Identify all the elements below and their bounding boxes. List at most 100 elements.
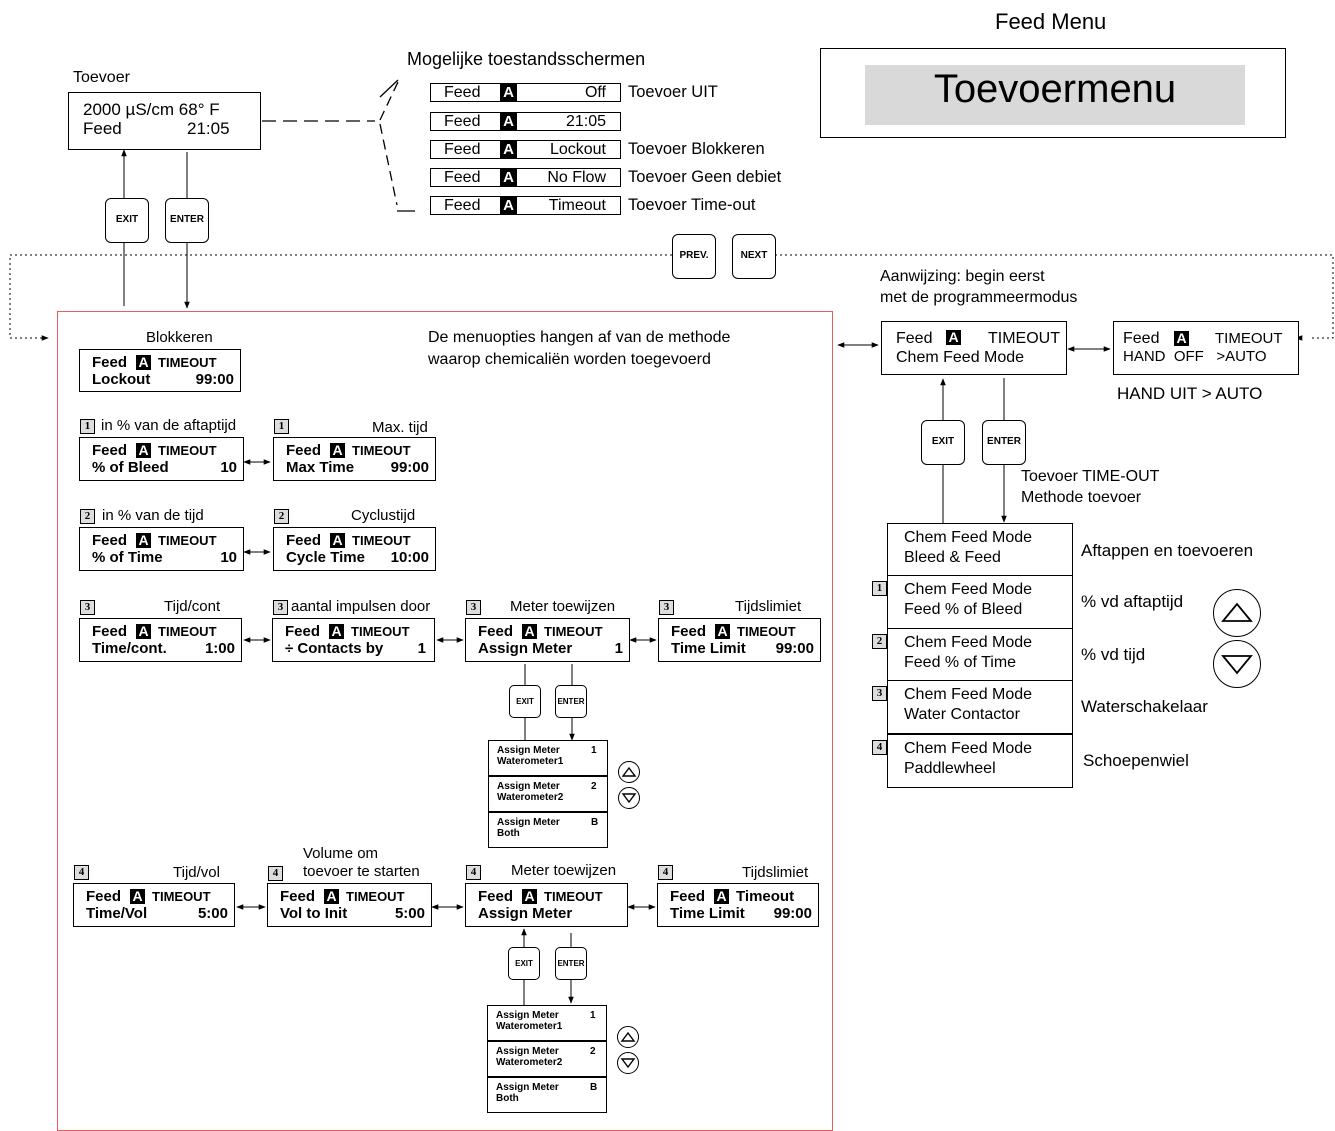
lcd-number-badge: 3 xyxy=(80,600,95,615)
lcd-title: Meter toewijzen xyxy=(510,598,616,615)
hand-screen-feed: Feed xyxy=(1123,330,1160,347)
panel-note-line1: De menuopties hangen af van de methode xyxy=(428,329,731,346)
mode-exit-button[interactable]: EXIT xyxy=(921,420,965,465)
up-arrow-button[interactable] xyxy=(1213,589,1261,637)
main-display-time: 21:05 xyxy=(187,119,230,138)
lcd-status: TIMEOUT xyxy=(152,889,211,904)
mode-caption: % vd aftaptijd xyxy=(1081,592,1184,611)
option-line2: Waterometer2 xyxy=(496,1057,563,1068)
lcd-param: Time Limit xyxy=(670,905,745,922)
hand-screen-badge: A xyxy=(1174,331,1189,346)
mode-line1: Chem Feed Mode xyxy=(904,740,1033,757)
option-value: 2 xyxy=(590,1046,596,1057)
page-title: Feed Menu xyxy=(995,9,1107,34)
method-caption-line1: Toevoer TIME-OUT xyxy=(1021,468,1160,485)
meter4-enter-button[interactable]: ENTER xyxy=(555,947,587,980)
status-value: No Flow xyxy=(547,169,606,186)
exit-button[interactable]: EXIT xyxy=(105,198,149,243)
mode-line2: Feed % of Time xyxy=(904,654,1017,671)
lcd-row2: Assign Meter xyxy=(478,905,627,922)
lcd-feed-label: Feed xyxy=(286,442,322,459)
meter4-exit-button[interactable]: EXIT xyxy=(508,947,540,980)
lcd-badge: A xyxy=(329,624,345,639)
meter4-down-button[interactable] xyxy=(617,1052,639,1074)
lcd-badge: A xyxy=(330,533,346,548)
mode-line2: Bleed & Feed xyxy=(904,549,1001,566)
enter-button[interactable]: ENTER xyxy=(165,198,209,243)
meter3-up-button[interactable] xyxy=(618,761,640,783)
lcd-feed-label: Feed xyxy=(92,442,128,459)
lcd-status: TIMEOUT xyxy=(346,889,405,904)
mode-screen-badge: A xyxy=(946,330,961,345)
lcd-param: Assign Meter xyxy=(478,640,573,657)
meter3-exit-button[interactable]: EXIT xyxy=(509,685,541,718)
lcd-value: 99:00 xyxy=(775,640,814,657)
lcd-title: in % van de aftaptijd xyxy=(101,417,237,434)
option-label: Assign Meter xyxy=(497,745,560,756)
lcd-value: 1:00 xyxy=(204,640,235,657)
meter3-down-button[interactable] xyxy=(618,787,640,809)
mode-line2: Water Contactor xyxy=(904,706,1020,723)
lcd-feed-label: Feed xyxy=(478,888,514,905)
prev-button[interactable]: PREV. xyxy=(672,234,716,279)
lcd-status: Timeout xyxy=(736,888,795,905)
lcd-feed-label: Feed xyxy=(670,888,706,905)
option-label: Assign Meter xyxy=(497,781,560,792)
lcd-feed-label: Feed xyxy=(280,888,316,905)
lcd-feed-label: Feed xyxy=(92,623,128,640)
lcd-title: Tijdslimiet xyxy=(742,864,809,881)
lcd-value: 10 xyxy=(220,549,237,566)
lcd-badge: A xyxy=(714,889,730,904)
lcd-title: toevoer te starten xyxy=(303,863,420,880)
status-badge: A xyxy=(500,141,517,158)
lcd-param: Cycle Time xyxy=(286,549,365,566)
meter4-up-button[interactable] xyxy=(617,1026,639,1048)
status-badge: A xyxy=(500,197,517,214)
lcd-badge: A xyxy=(330,443,346,458)
lcd-title: Tijd/cont xyxy=(164,598,221,615)
next-button[interactable]: NEXT xyxy=(732,234,776,279)
lcd-feed-label: Feed xyxy=(286,532,322,549)
lcd-value: 99:00 xyxy=(773,905,812,922)
lcd-title: Meter toewijzen xyxy=(511,862,617,879)
lcd-title: Cyclustijd xyxy=(351,507,416,524)
lcd-feed-label: Feed xyxy=(478,623,514,640)
lcd-row2: Time/cont.1:00 xyxy=(92,640,241,657)
hand-screen-line2: HAND OFF >AUTO xyxy=(1123,348,1267,365)
lcd-title: Tijd/vol xyxy=(173,864,220,881)
down-arrow-button[interactable] xyxy=(1213,640,1261,688)
mode-line2: Paddlewheel xyxy=(904,760,996,777)
status-badge: A xyxy=(500,84,517,101)
meter3-enter-button[interactable]: ENTER xyxy=(555,685,587,718)
lcd-number-badge: 3 xyxy=(659,600,674,615)
mode-enter-button[interactable]: ENTER xyxy=(982,420,1026,465)
hint-line2: met de programmeermodus xyxy=(880,289,1078,306)
panel-note-line2: waarop chemicaliën worden toegevoerd xyxy=(428,351,711,368)
lcd-feed-label: Feed xyxy=(671,623,707,640)
lcd-badge: A xyxy=(522,624,538,639)
